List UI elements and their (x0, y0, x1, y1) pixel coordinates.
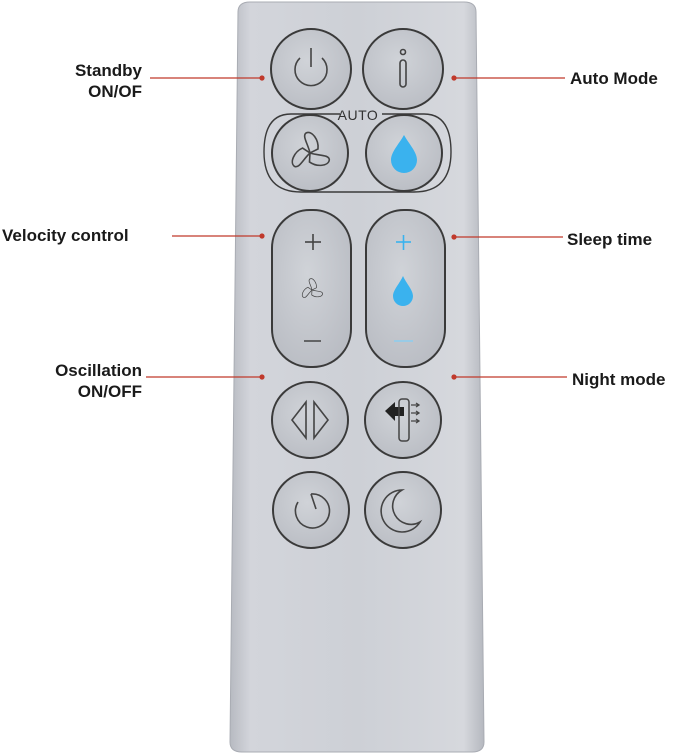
leader-dots (259, 75, 457, 380)
velocity-control-label: Velocity control (2, 226, 129, 245)
fan-mode-button[interactable] (271, 114, 349, 192)
night-mode-button[interactable] (364, 471, 442, 549)
flow-direction-button[interactable] (364, 381, 442, 459)
fan-icon (301, 278, 323, 298)
oscillation-icon (290, 399, 330, 441)
auto-mode-label: Auto Mode (570, 69, 658, 88)
velocity-rocker[interactable] (271, 209, 352, 368)
humidity-mode-button[interactable] (365, 114, 443, 192)
remote-body (229, 1, 485, 753)
standby-button[interactable] (270, 28, 352, 110)
moon-icon (380, 489, 423, 533)
auto-frame: AUTO (263, 107, 452, 193)
sleep-time-label: Sleep time (567, 230, 653, 249)
water-drop-icon (393, 276, 413, 306)
power-icon (294, 48, 328, 87)
timer-icon (294, 493, 331, 529)
plus-icon (305, 234, 321, 250)
standby-label: Standby ON/OF (74, 61, 142, 101)
info-icon (399, 48, 407, 88)
night-mode-label: Night mode (572, 370, 666, 389)
water-drop-icon (391, 135, 417, 173)
timer-button[interactable] (272, 471, 350, 549)
humidity-rocker[interactable] (365, 209, 446, 368)
info-button[interactable] (362, 28, 444, 110)
plus-icon (396, 235, 411, 250)
purify-flow-icon (385, 398, 421, 442)
leader-lines (146, 77, 567, 378)
oscillation-button[interactable] (271, 381, 349, 459)
fan-icon (291, 131, 331, 168)
auto-label: AUTO (338, 107, 379, 123)
oscillation-label: Oscillation ON/OFF (55, 361, 142, 401)
